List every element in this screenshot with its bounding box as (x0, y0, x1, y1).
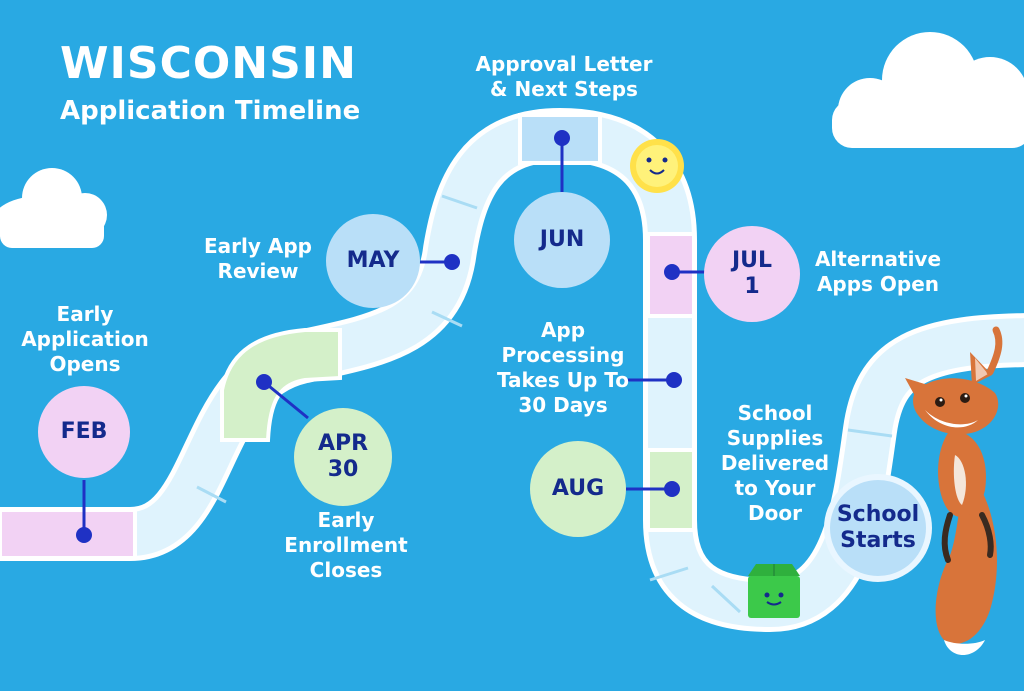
may-date: MAY (346, 248, 400, 273)
feb-date-circle: FEB (38, 386, 130, 478)
sun-face-icon (630, 139, 684, 193)
cloud-icon (832, 32, 1024, 148)
aug-date: AUG (551, 476, 605, 501)
school-starts-date: School Starts (836, 502, 920, 553)
jul1-label: Alternative Apps Open (814, 247, 942, 296)
jun-label: Approval Letter & Next Steps (475, 52, 653, 101)
apr30-date: APR 30 (317, 431, 369, 482)
jul1-date-circle: JUL 1 (704, 226, 800, 322)
aug-label: School Supplies Delivered to Your Door (720, 401, 830, 525)
road-dividers (196, 194, 893, 614)
fox-mascot-icon (905, 326, 1003, 655)
connector-dots (76, 130, 682, 543)
jun-date-circle: JUN (514, 192, 610, 288)
box-face-icon (748, 564, 800, 618)
jul1-date: JUL 1 (731, 248, 773, 299)
jun-date: JUN (539, 227, 585, 252)
apr30-label: Early Enrollment Closes (284, 508, 408, 582)
may-date-circle: MAY (326, 214, 420, 308)
processing-label: App Processing Takes Up To 30 Days (496, 318, 629, 417)
apr-segment (220, 328, 342, 442)
feb-date: FEB (60, 419, 108, 444)
feb-label: Early Application Opens (21, 302, 149, 376)
feb-segment (0, 508, 137, 560)
page-title: WISCONSIN (60, 38, 357, 89)
cloud-icon (0, 168, 107, 248)
may-label: Early App Review (204, 234, 312, 283)
aug-date-circle: AUG (530, 441, 626, 537)
page-subtitle: Application Timeline (60, 96, 361, 126)
school-starts-circle: School Starts (824, 474, 932, 582)
apr30-date-circle: APR 30 (294, 408, 392, 506)
